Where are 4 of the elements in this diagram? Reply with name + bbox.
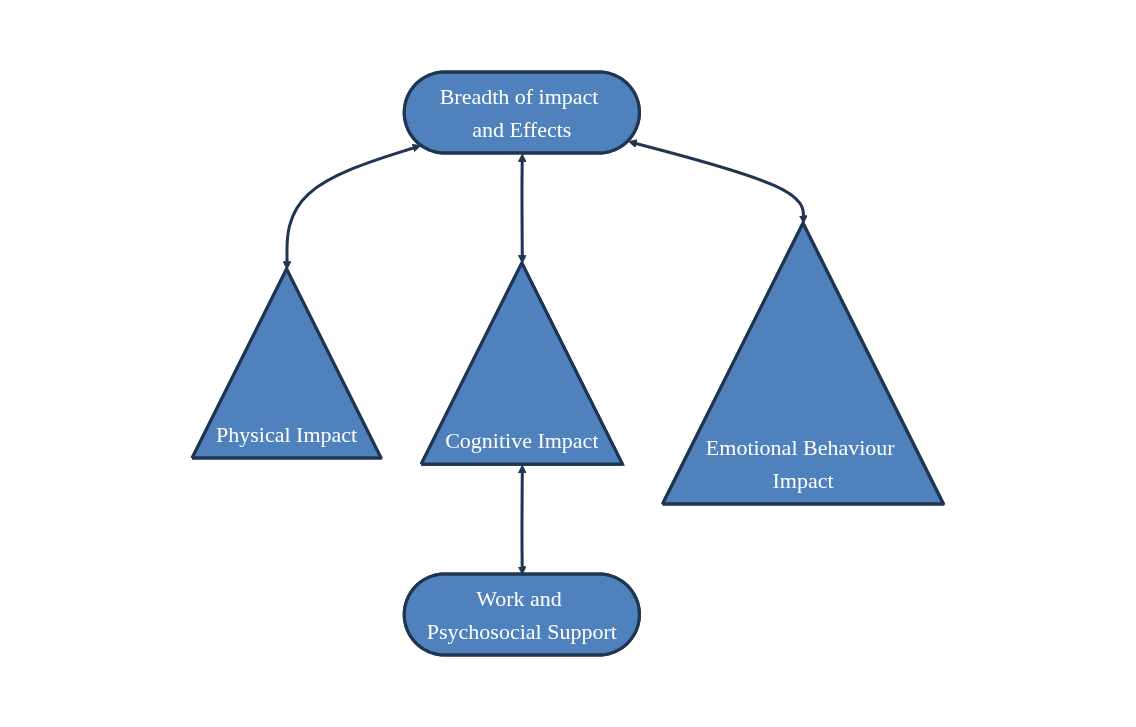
arrow (518, 153, 527, 264)
arrow (518, 464, 527, 575)
arrow (282, 143, 422, 270)
arrow (628, 139, 809, 224)
